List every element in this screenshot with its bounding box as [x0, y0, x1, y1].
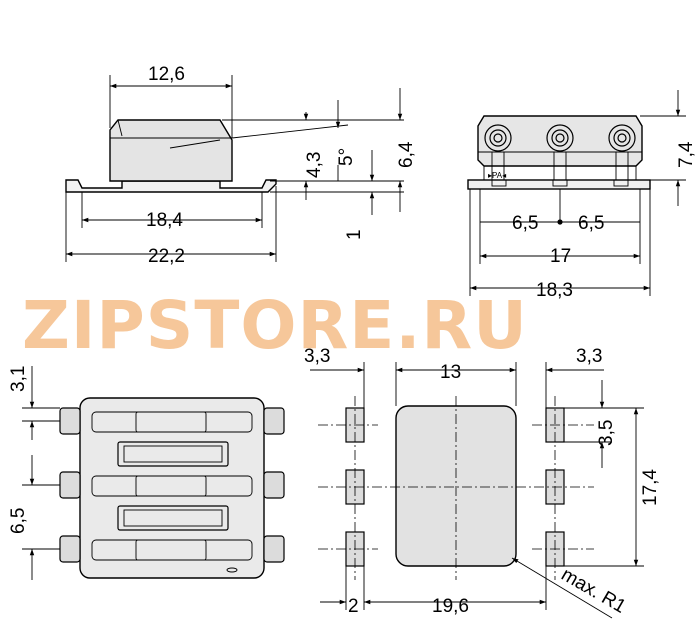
dim-pad-height: 3,5	[596, 420, 617, 446]
side-view: 12,6 18,4 22,2 4,3 5° 6,4 1	[65, 64, 417, 267]
dim-top-pitch: 6,5	[8, 508, 29, 534]
top-view: 3,1 6,5	[8, 366, 285, 580]
dim-pin-inner: 18,4	[146, 210, 183, 231]
dim-center: 13	[440, 362, 461, 383]
dim-pitch-right: 6,5	[578, 213, 604, 234]
dim-pitch-left: 6,5	[512, 213, 538, 234]
dim-front-width: 17	[550, 246, 571, 267]
terminal-rows	[91, 411, 253, 573]
dim-pad-width: 2	[348, 596, 359, 617]
dim-height-body: 4,3	[304, 152, 325, 178]
dim-span: 19,6	[432, 596, 469, 617]
watermark: ZIPSTORE.RU	[22, 287, 528, 364]
dim-base: 1	[344, 229, 365, 240]
dim-front-height: 7,4	[676, 141, 697, 168]
dim-total: 22,2	[148, 246, 185, 267]
terminal-circles	[484, 124, 636, 152]
dim-height-total: 6,4	[396, 141, 417, 168]
dim-pad-right: 3,3	[576, 346, 602, 367]
dim-pad-left: 3,3	[304, 346, 330, 367]
dim-front-width-total: 18,3	[536, 280, 573, 301]
dim-radius: max. R1	[558, 564, 630, 618]
dim-footprint-height: 17,4	[640, 469, 661, 506]
pa-marking: ▸PA◂	[488, 171, 506, 180]
dim-angle: 5°	[336, 148, 357, 166]
front-view: ▸PA◂ 7,4 6,5 6,5 17 18,3	[467, 90, 697, 301]
dim-top-offset: 3,1	[8, 366, 29, 392]
footprint-view: 3,3 13 3,3 3,5 17,4 2 19,6 max. R1	[304, 346, 661, 619]
dim-width-top: 12,6	[148, 64, 185, 85]
